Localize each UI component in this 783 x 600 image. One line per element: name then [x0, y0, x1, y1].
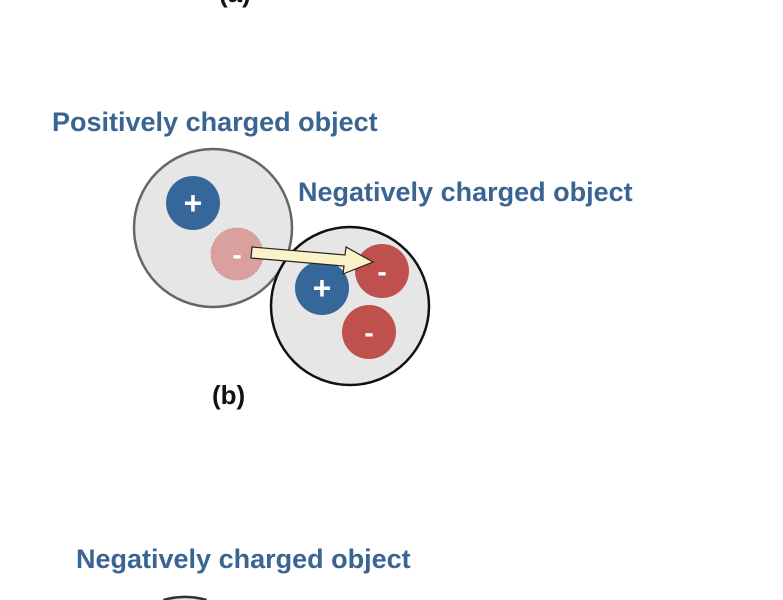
- minus-sign: -: [377, 256, 386, 287]
- proton-icon: [295, 261, 349, 315]
- positive-object-label: Positively charged object: [52, 107, 378, 137]
- transfer-arrow-icon: [250, 246, 375, 275]
- electron-icon: [355, 244, 409, 298]
- negative-object-circle-c: [163, 595, 207, 600]
- panel-b-label: (b): [212, 380, 245, 410]
- negative-object-label: Negatively charged object: [298, 177, 633, 207]
- proton-icon: [166, 176, 220, 230]
- electron-icon: [342, 305, 396, 359]
- minus-sign: -: [364, 317, 373, 348]
- plus-sign: +: [313, 270, 332, 306]
- panel-a-label: (a): [219, 0, 251, 8]
- negative-object-label-c: Negatively charged object: [76, 544, 411, 574]
- positive-object-circle: [132, 147, 294, 309]
- plus-sign: +: [184, 185, 203, 221]
- minus-sign: -: [232, 239, 241, 270]
